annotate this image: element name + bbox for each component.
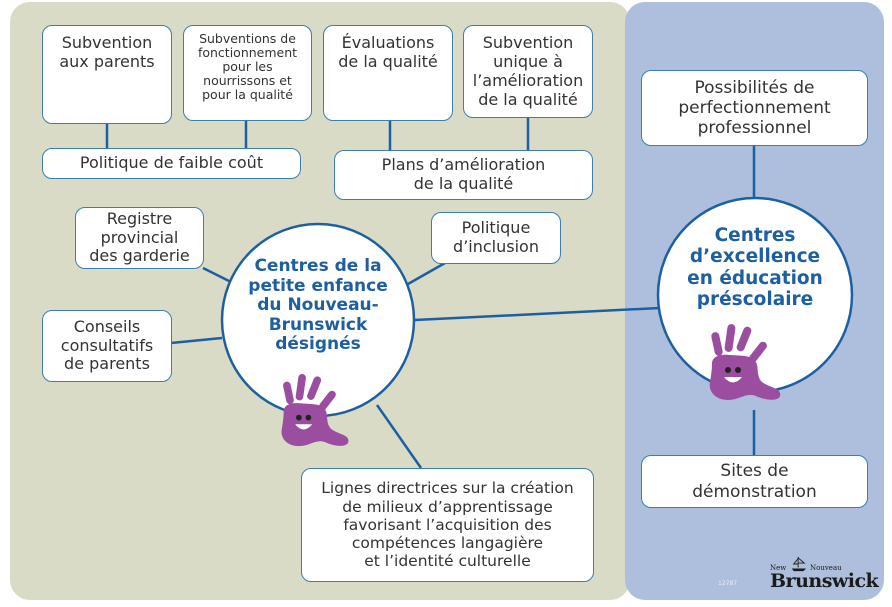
connector-inclusion-to-center <box>407 261 446 286</box>
box-inclusion-policy: Politique d’inclusion <box>431 212 561 264</box>
box-quality-evaluations-label: Évaluations de la qualité <box>338 33 438 71</box>
box-demonstration-sites: Sites de démonstration <box>641 455 868 508</box>
box-low-cost-policy: Politique de faible coût <box>42 148 301 179</box>
box-demonstration-sites-label: Sites de démonstration <box>692 461 817 502</box>
box-operating-grants-label: Subventions de fonctionnement pour les n… <box>197 31 298 102</box>
smiling-hand-icon <box>281 373 349 447</box>
box-low-cost-policy-label: Politique de faible coût <box>79 153 264 173</box>
box-quality-evaluations: Évaluations de la qualité <box>323 25 453 121</box>
excellence-centres-title: Centres d’excellence en éducation présco… <box>687 225 823 310</box>
box-parent-advisory-councils: Conseils consultatifs de parents <box>42 310 172 382</box>
box-parent-subsidy-label: Subvention aux parents <box>59 33 155 71</box>
box-quality-improvement-plans: Plans d’amélioration de la qualité <box>334 150 593 200</box>
nb-centres-title: Centres de la petite enfance du Nouveau-… <box>248 256 388 355</box>
box-learning-guidelines-label: Lignes directrices sur la création de mi… <box>321 479 574 571</box>
connector-parents-council-to-center <box>170 336 223 345</box>
box-learning-guidelines: Lignes directrices sur la création de mi… <box>301 468 594 582</box>
box-provincial-registry-label: Registre provincial des garderie <box>89 208 190 266</box>
box-quality-improvement-plans-label: Plans d’amélioration de la qualité <box>381 155 546 193</box>
box-parent-advisory-councils-label: Conseils consultatifs de parents <box>60 316 154 374</box>
logo-new-text: New <box>770 564 787 572</box>
connector-center-to-guidelines <box>375 404 423 469</box>
document-code: 12787 <box>718 580 738 587</box>
box-parent-subsidy: Subvention aux parents <box>42 25 172 124</box>
connector-center-to-excellence <box>414 306 661 322</box>
box-one-time-quality-grant-label: Subvention unique à l’amélioration de la… <box>472 33 584 109</box>
box-professional-development: Possibilités de perfectionnement profess… <box>641 70 868 146</box>
box-professional-development-label: Possibilités de perfectionnement profess… <box>678 77 831 139</box>
logo-nouveau-text: Nouveau <box>810 564 842 572</box>
box-one-time-quality-grant: Subvention unique à l’amélioration de la… <box>463 25 593 118</box>
box-provincial-registry: Registre provincial des garderie <box>75 207 204 269</box>
logo-brunswick-text: Brunswick <box>770 570 879 592</box>
smiling-hand-icon <box>709 324 781 400</box>
box-operating-grants: Subventions de fonctionnement pour les n… <box>183 25 312 121</box>
box-inclusion-policy-label: Politique d’inclusion <box>453 218 539 256</box>
ship-icon <box>791 556 807 572</box>
connector-registry-to-center <box>202 266 234 285</box>
